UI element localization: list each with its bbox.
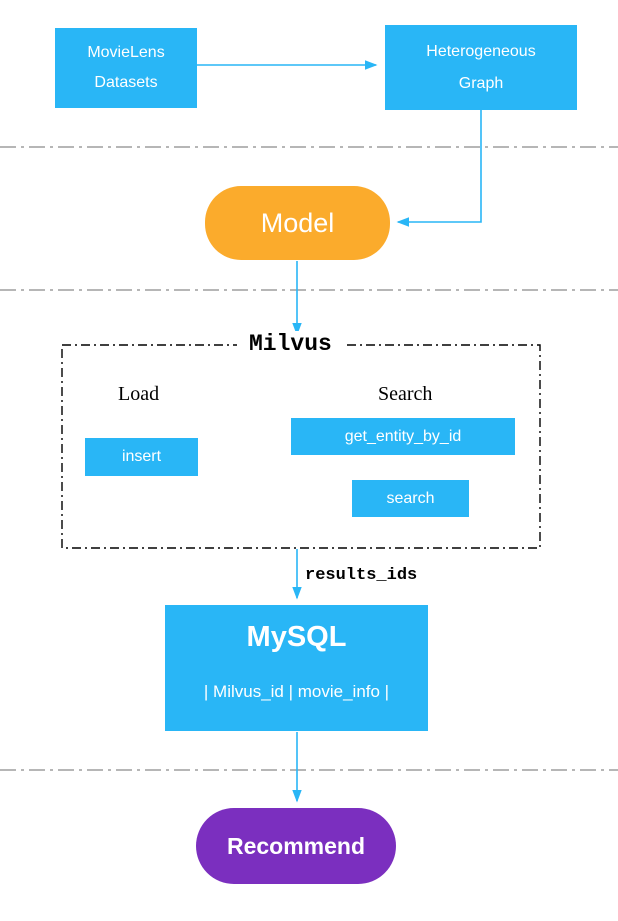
milvus-title: Milvus — [237, 331, 344, 357]
milvus-load-section-label: Load — [118, 383, 160, 405]
results-ids-edge-label: results_ids — [305, 566, 418, 585]
node-movielens-datasets: MovieLens Datasets — [55, 28, 197, 108]
node-get-entity-by-id-operation: get_entity_by_id — [291, 418, 515, 455]
model-label: Model — [260, 207, 335, 238]
mysql-schema-row: | Milvus_id | movie_info | — [203, 682, 390, 701]
search-operation-label: search — [386, 489, 435, 507]
recommend-label: Recommend — [226, 832, 366, 859]
milvus-container-border — [61, 344, 541, 549]
get-entity-by-id-label: get_entity_by_id — [344, 427, 462, 445]
node-insert-operation: insert — [85, 438, 198, 476]
arrow-graph-to-model — [396, 110, 482, 227]
heterogeneous-label-line2: Graph — [458, 74, 504, 92]
milvus-search-section-label: Search — [378, 383, 433, 405]
insert-label: insert — [121, 448, 162, 465]
movielens-label-line1: MovieLens — [87, 44, 165, 61]
heterogeneous-label-line1: Heterogeneous — [426, 42, 536, 60]
movielens-label-line2: Datasets — [94, 74, 158, 91]
node-model: Model — [205, 186, 390, 260]
mysql-title: MySQL — [246, 621, 347, 653]
node-mysql: MySQL | Milvus_id | movie_info | — [165, 605, 428, 731]
node-search-operation: search — [352, 480, 469, 517]
node-heterogeneous-graph: Heterogeneous Graph — [385, 25, 577, 110]
node-recommend: Recommend — [196, 808, 396, 884]
